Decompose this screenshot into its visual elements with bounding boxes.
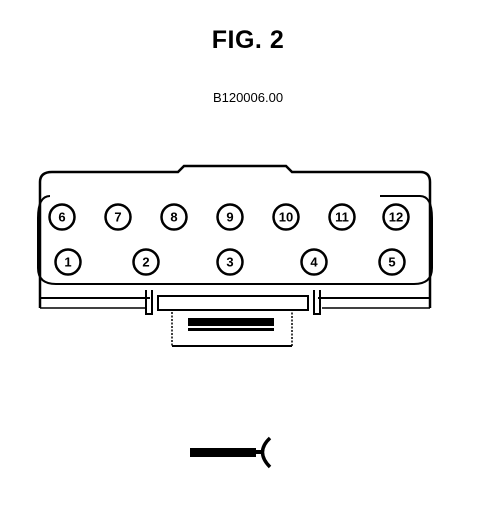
pin-3: 3 bbox=[216, 248, 244, 276]
pin-label: 12 bbox=[389, 210, 403, 225]
pin-label: 11 bbox=[335, 210, 349, 225]
pin-label: 4 bbox=[310, 255, 318, 270]
pin-label: 5 bbox=[388, 255, 395, 270]
pin-circle bbox=[328, 203, 356, 231]
connector-housing bbox=[37, 164, 433, 315]
pin-1: 1 bbox=[54, 248, 82, 276]
pin-5: 5 bbox=[378, 248, 406, 276]
pin-label: 2 bbox=[142, 255, 149, 270]
figure-code: B120006.00 bbox=[212, 90, 284, 105]
pin-circle bbox=[48, 203, 76, 231]
figure-title: FIG. 2 bbox=[211, 26, 285, 54]
pin-2: 2 bbox=[132, 248, 160, 276]
pin-circle bbox=[160, 203, 188, 231]
pin-10: 10 bbox=[272, 203, 300, 231]
pin-circle bbox=[272, 203, 300, 231]
pin-circle bbox=[382, 203, 410, 231]
pin-circle bbox=[54, 248, 82, 276]
pin-label: 7 bbox=[114, 210, 121, 225]
pin-8: 8 bbox=[160, 203, 188, 231]
pin-label: 10 bbox=[279, 210, 293, 225]
pin-label: 3 bbox=[226, 255, 233, 270]
pin-circle bbox=[104, 203, 132, 231]
pin-label: 6 bbox=[58, 210, 65, 225]
pin-circle bbox=[378, 248, 406, 276]
pin-circle bbox=[216, 248, 244, 276]
pin-circle bbox=[132, 248, 160, 276]
pin-4: 4 bbox=[300, 248, 328, 276]
pin-9: 9 bbox=[216, 203, 244, 231]
pin-7: 7 bbox=[104, 203, 132, 231]
pin-label: 9 bbox=[226, 210, 233, 225]
pin-label: 1 bbox=[64, 255, 71, 270]
pin-11: 11 bbox=[328, 203, 356, 231]
pin-label: 8 bbox=[170, 210, 177, 225]
pin-12: 12 bbox=[382, 203, 410, 231]
pin-circle bbox=[216, 203, 244, 231]
locking-tab bbox=[157, 295, 309, 347]
connector-terminal-symbol-icon bbox=[190, 436, 272, 469]
pin-6: 6 bbox=[48, 203, 76, 231]
pin-circle bbox=[300, 248, 328, 276]
